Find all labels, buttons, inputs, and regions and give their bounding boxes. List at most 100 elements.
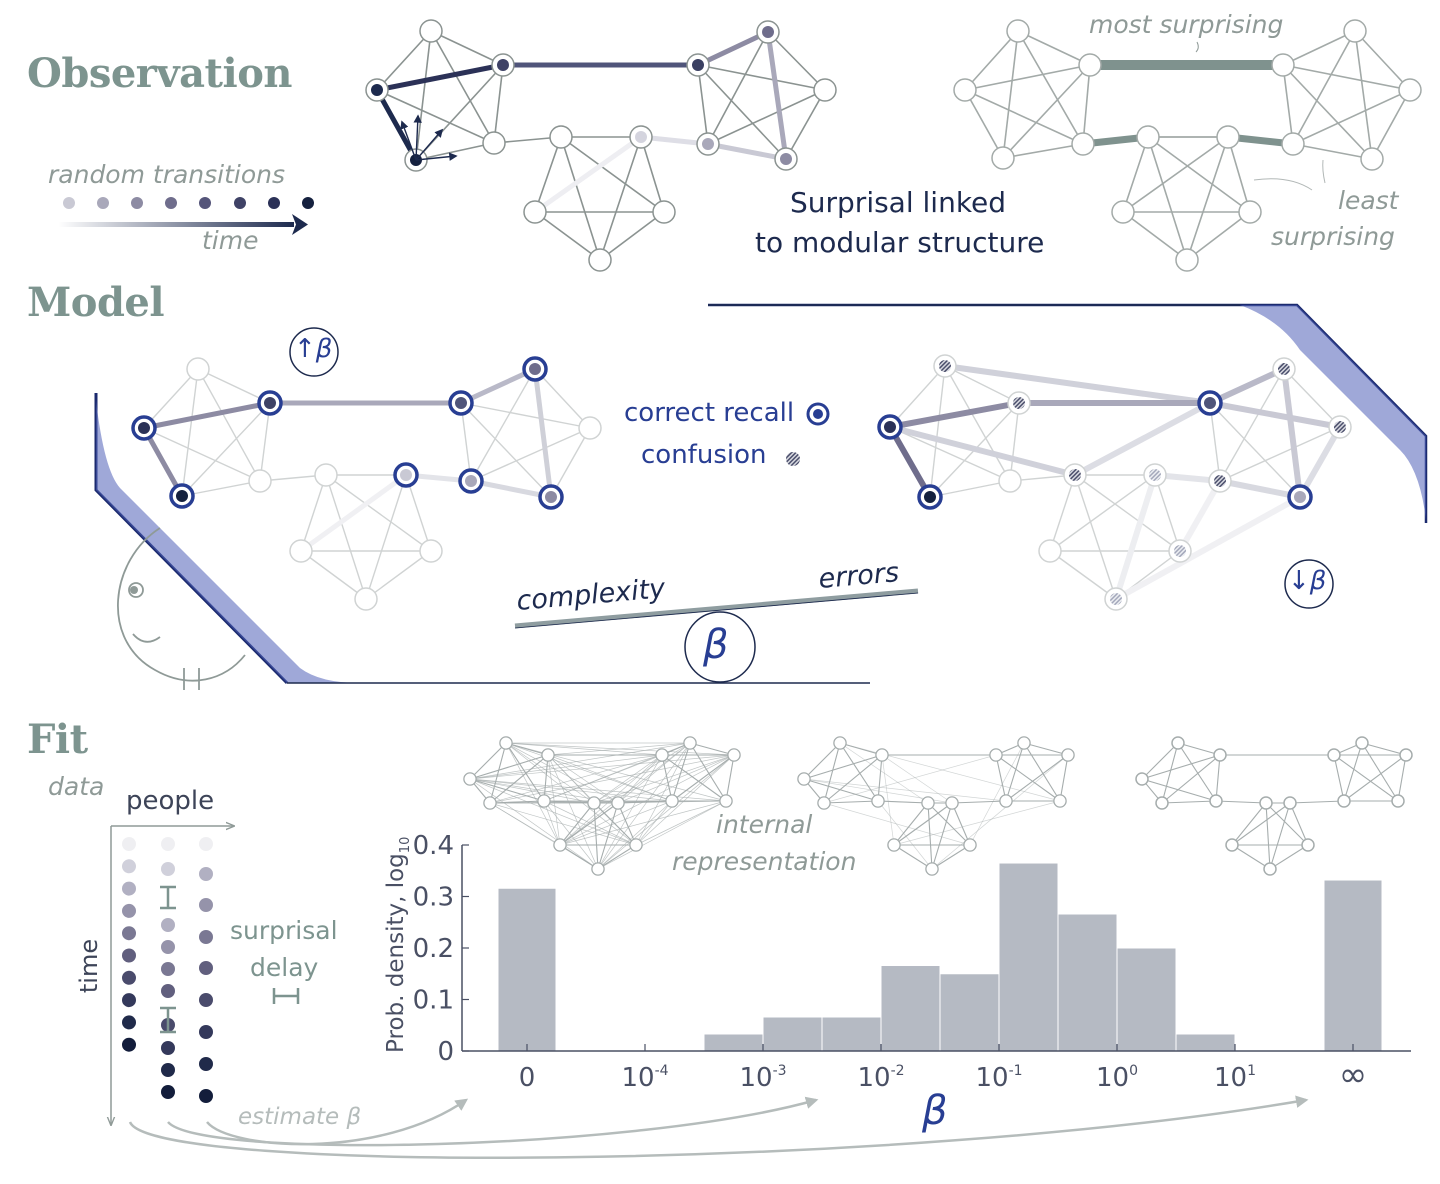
graph-node: [553, 838, 567, 852]
graph-edge: [635, 754, 735, 846]
graph-node-state: [1149, 469, 1161, 481]
graph-edge: [1002, 30, 1019, 159]
graph-node: [1355, 736, 1369, 750]
graph-edge: [505, 742, 673, 802]
person-data-dot: [122, 970, 136, 985]
graph-edge: [505, 742, 595, 804]
graph-edge: [931, 802, 953, 870]
person-data-dot: [122, 948, 136, 963]
person-data-dot: [161, 918, 175, 932]
graph-edge: [469, 778, 599, 870]
histogram-bar: [1057, 913, 1118, 1052]
highlighted-edge: [1281, 366, 1303, 500]
graph-edge: [725, 754, 735, 802]
graph-edge: [460, 402, 552, 498]
graph-node: [1263, 862, 1277, 876]
x-tick-label: 10-3: [739, 1063, 786, 1093]
model-low-beta-graph: [877, 354, 1352, 611]
fit-section-title: Fit: [27, 716, 88, 763]
graph-edge: [376, 89, 495, 144]
graph-edge: [1122, 136, 1149, 213]
y-tick-label: 0.4: [413, 831, 454, 861]
graph-edge: [470, 368, 536, 482]
graph-node: [1175, 248, 1199, 272]
graph-edge: [365, 550, 432, 600]
graph-node: [683, 736, 697, 750]
graph-edge: [927, 802, 971, 846]
graph-edge: [803, 742, 841, 780]
graph-node: [1225, 838, 1239, 852]
graph-edge: [597, 742, 691, 870]
observation-walk-graph: [365, 19, 837, 272]
graph-edge: [785, 89, 826, 160]
graph-edge: [927, 802, 933, 870]
graph-edge: [931, 844, 971, 870]
graph-edge: [823, 754, 997, 804]
highlighted-edge: [1113, 472, 1158, 602]
time-arrow: [58, 214, 308, 235]
person-data-dot: [161, 962, 175, 976]
graph-node: [1259, 796, 1273, 810]
person-data-dot: [122, 993, 136, 1008]
person-data-dot: [122, 1015, 136, 1030]
graph-edge: [1343, 754, 1407, 802]
graph-edge: [1289, 802, 1309, 846]
low-beta-badge-label: ↓β: [1288, 566, 1327, 596]
low-beta-badge: [1284, 559, 1334, 609]
graph-node: [655, 748, 669, 762]
graph-edge: [1215, 754, 1221, 802]
graph-edge: [823, 800, 879, 804]
graph-edge: [1231, 802, 1267, 846]
internal-representation-high-beta-graph: [1135, 736, 1413, 876]
graph-node: [727, 748, 741, 762]
highlighted-edge: [1217, 478, 1303, 500]
x-tick-label: 0: [519, 1063, 536, 1093]
model-right-shade: [708, 303, 1428, 523]
graph-node: [1078, 53, 1102, 77]
graph-edge: [944, 365, 1011, 482]
graph-edge: [300, 550, 367, 600]
graph-edge: [430, 30, 495, 144]
graph-edge: [877, 800, 933, 870]
graph-edge: [1082, 64, 1091, 145]
graph-edge: [489, 754, 549, 804]
graph-node: [1399, 748, 1413, 762]
graph-edge: [534, 368, 591, 429]
graph-edge: [534, 136, 562, 213]
graph-node: [1391, 794, 1405, 808]
graph-node-state: [1294, 491, 1306, 503]
graph-edge: [697, 64, 787, 160]
graph-edge: [365, 474, 407, 600]
graph-edge: [143, 368, 199, 429]
confusion-marker-icon: [786, 452, 800, 466]
model-section-title: Model: [27, 279, 165, 326]
graph-edge: [593, 754, 735, 804]
transition-arrow-icon: [413, 114, 422, 161]
graph-node: [875, 748, 889, 762]
surprisal-caption-line2: to modular structure: [755, 226, 1045, 259]
internal-label: internal: [716, 810, 813, 839]
person-data-dot: [161, 984, 175, 998]
x-tick-label: 10-2: [857, 1063, 904, 1093]
graph-node: [483, 796, 497, 810]
transition-dot: [268, 197, 280, 209]
time-label: time: [202, 226, 259, 255]
graph-edge: [493, 64, 504, 144]
graph-edge: [1333, 754, 1345, 802]
graph-edge: [543, 754, 663, 802]
graph-edge: [823, 742, 841, 804]
graph-edge: [803, 778, 879, 802]
internal-representation-low-beta-graph: [463, 736, 741, 876]
graph-edge: [1177, 742, 1221, 756]
highlighted-edge: [298, 472, 409, 554]
graph-edge: [1289, 800, 1345, 804]
graph-node: [463, 772, 477, 786]
x-tick-label: 100: [1096, 1063, 1138, 1093]
legend-correct-recall: correct recall: [624, 398, 795, 428]
graph-edge: [617, 754, 735, 804]
graph-edge: [1371, 89, 1411, 160]
graph-edge: [1161, 754, 1221, 804]
data-label: data: [48, 772, 105, 801]
graph-edge: [1017, 30, 1084, 145]
graph-node-state: [884, 421, 896, 433]
